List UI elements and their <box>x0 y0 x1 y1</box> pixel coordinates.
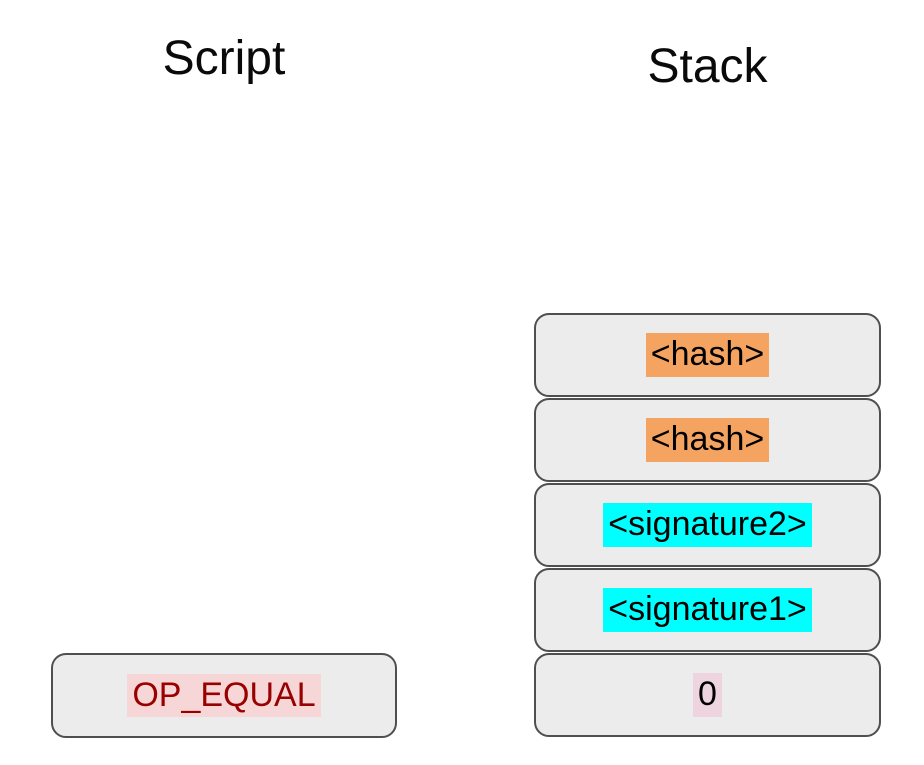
stack-item-box: <hash> <box>534 398 881 482</box>
stack-column: <hash> <hash> <signature2> <signature1> … <box>534 313 881 738</box>
stack-item-label-signature1: <signature1> <box>603 588 812 632</box>
stack-item-label-zero: 0 <box>693 673 722 717</box>
stack-item-label-hash-1: <hash> <box>645 333 770 377</box>
stack-column-title: Stack <box>647 40 768 93</box>
script-op-equal-label: OP_EQUAL <box>127 673 321 718</box>
script-item-box: OP_EQUAL <box>51 653 397 738</box>
stack-item-box: <signature1> <box>534 568 881 652</box>
stack-item-label-hash-2: <hash> <box>645 418 770 462</box>
stack-item-box: 0 <box>534 653 881 737</box>
stack-item-label-signature2: <signature2> <box>603 503 812 547</box>
stack-item-box: <signature2> <box>534 483 881 567</box>
stack-item-box: <hash> <box>534 313 881 397</box>
script-column-title: Script <box>162 32 286 85</box>
